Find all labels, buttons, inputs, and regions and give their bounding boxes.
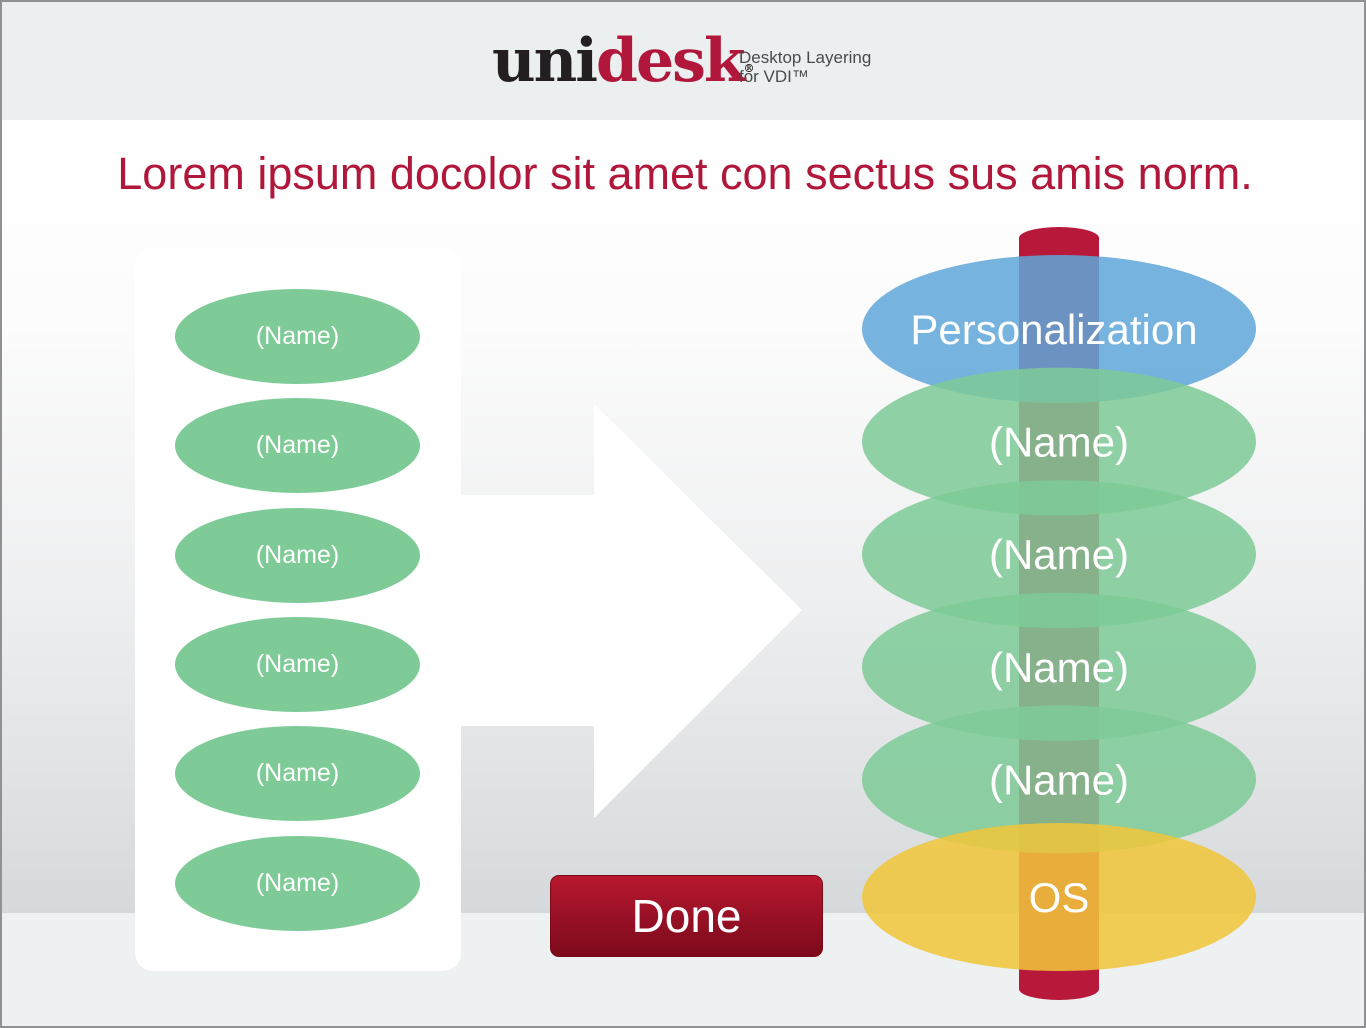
available-layer-label: (Name) <box>255 759 340 788</box>
stack-layer-os[interactable]: OS <box>862 823 1256 971</box>
logo-part-desk: desk <box>596 26 745 96</box>
available-layer-item[interactable]: (Name) <box>175 507 420 603</box>
stack-layer-ellipse <box>862 705 1256 854</box>
available-layer-item[interactable]: (Name) <box>175 616 420 712</box>
done-button-label: Done <box>631 890 742 942</box>
available-layer-item[interactable]: (Name) <box>175 289 420 384</box>
available-layer-label: (Name) <box>255 868 340 897</box>
tagline: Desktop Layering for VDI™ <box>739 48 871 86</box>
logo-registered-mark: ® <box>743 62 755 75</box>
stack-layer-ellipse <box>862 823 1256 971</box>
stack-layer-ellipse <box>862 480 1256 629</box>
stack-layer-label: Personalization <box>910 306 1197 353</box>
stack-layer-label: OS <box>1029 874 1090 921</box>
stack-layer-ellipse <box>862 367 1256 516</box>
stack-layer-app[interactable]: (Name) <box>862 705 1256 854</box>
header-bar: unidesk® Desktop Layering for VDI™ <box>2 2 1364 120</box>
logo-part-uni: uni <box>492 26 598 96</box>
stack-spine-bottom-cap <box>1019 978 1099 1000</box>
available-layer-label: (Name) <box>255 431 340 460</box>
stack-spine-top-cap <box>1019 227 1099 249</box>
stack-layer-ellipse <box>862 592 1256 741</box>
tagline-line-2: for VDI™ <box>739 67 809 86</box>
stack-layer-ellipse <box>862 255 1256 403</box>
stack-layer-label: (Name) <box>989 531 1129 578</box>
stack-layer-label: (Name) <box>989 644 1129 691</box>
stack-layer-app[interactable]: (Name) <box>862 480 1256 629</box>
stack-layer-label: (Name) <box>989 419 1129 466</box>
available-layer-label: (Name) <box>255 649 340 678</box>
available-layer-label: (Name) <box>255 540 340 569</box>
tagline-line-1: Desktop Layering <box>739 48 872 67</box>
stack-layer-app[interactable]: (Name) <box>862 367 1256 516</box>
stack-layer-app[interactable]: (Name) <box>862 592 1256 741</box>
stack-layer-label: (Name) <box>989 756 1129 803</box>
done-button[interactable]: Done <box>550 875 823 957</box>
stack-layer-personalization[interactable]: Personalization <box>862 255 1256 403</box>
available-layer-item[interactable]: (Name) <box>175 835 420 931</box>
available-layer-label: (Name) <box>255 322 340 350</box>
unidesk-logo: unidesk® <box>492 30 755 92</box>
page-headline: Lorem ipsum docolor sit amet con sectus … <box>117 148 1253 199</box>
available-layer-item[interactable]: (Name) <box>175 398 420 494</box>
available-layer-item[interactable]: (Name) <box>175 726 420 822</box>
